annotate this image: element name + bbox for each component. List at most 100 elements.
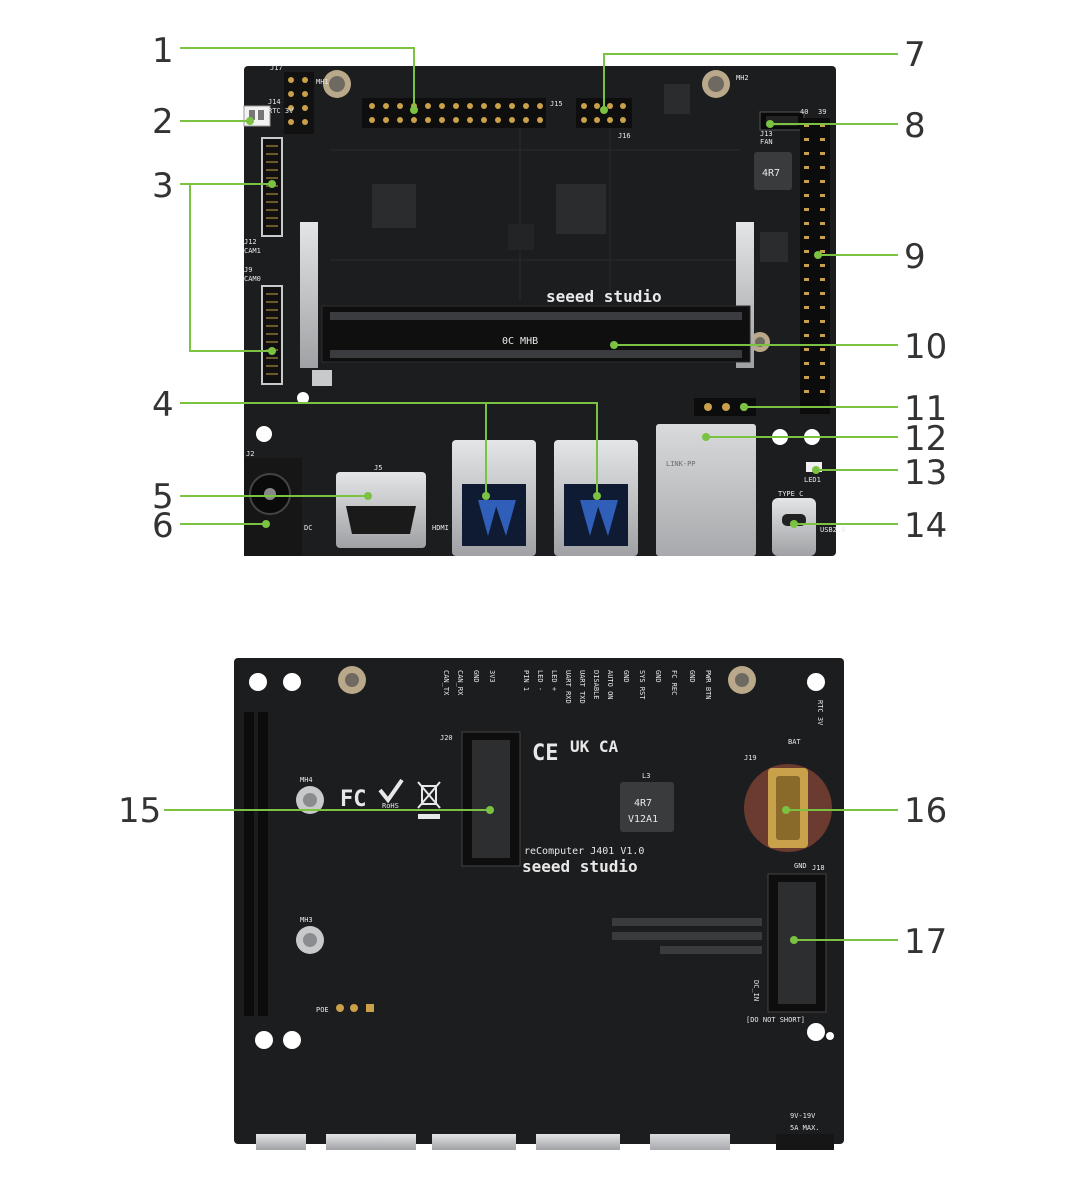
leader-lines — [164, 47, 898, 944]
callout-2: 2 — [152, 102, 174, 142]
module-slot-label: 0C MHB — [502, 336, 538, 347]
m2-slot-j20: J20 — [440, 731, 521, 867]
j17-label: J17 — [270, 64, 283, 72]
inductor-l3: 4R7 V12A1 L3 — [620, 772, 674, 832]
top-chips — [372, 84, 788, 262]
chip-u40 — [664, 84, 690, 114]
callout-12: 12 — [904, 419, 947, 459]
bottom-port-edges — [256, 1134, 834, 1150]
chip-x1 — [372, 184, 416, 228]
callout-15: 15 — [118, 791, 161, 831]
top-board: J17 J14 RTC 3V J12 CAM1 — [243, 64, 845, 556]
callout-9: 9 — [904, 237, 926, 277]
j16-label: J16 — [618, 132, 631, 140]
callout-10: 10 — [904, 327, 947, 367]
bottom-board: MH4 MH3 CAN_TX CAN_RX GND 3V3 PIN 1 LED … — [234, 658, 844, 1150]
gpio-40pin-header: 40 39 — [800, 108, 830, 414]
hole-bl — [256, 426, 272, 442]
top-brand: seeed studio — [546, 287, 662, 306]
hdr-label-8: UART TXD — [578, 670, 586, 704]
hole-b-tr — [807, 673, 825, 691]
hole-b-r — [807, 1023, 825, 1041]
power-spec-2: 5A MAX. — [790, 1124, 820, 1132]
inductor-l4: 4R7 — [754, 152, 792, 190]
cert-rohs: RoHS — [382, 802, 399, 810]
callout-6: 6 — [152, 506, 174, 546]
power-spec-1: 9V-19V — [790, 1112, 816, 1120]
hdr-label-16: PWR BTN — [704, 670, 712, 700]
hdr-label-7: UART RXD — [564, 670, 572, 704]
hdr-label-5: LED - — [536, 670, 544, 691]
callout-5: 5 — [152, 477, 174, 517]
pin-39-label: 39 — [818, 108, 826, 116]
chip-right — [760, 232, 788, 262]
cam0-connector — [261, 285, 283, 385]
callout-8: 8 — [904, 106, 926, 146]
weee-bar — [418, 814, 440, 819]
do-not-short-label: [DO NOT SHORT] — [746, 1016, 805, 1024]
weee-bin-icon — [417, 781, 441, 809]
j5-label: J5 — [374, 464, 382, 472]
rtc-label: RTC 3V — [816, 700, 824, 726]
j14-sub-label: RTC 3V — [268, 107, 294, 115]
j17-header: J17 — [270, 64, 314, 134]
hdr-label-15: GND — [688, 670, 696, 683]
j2-label: J2 — [246, 450, 254, 458]
hdmi-port: J5 HDMI — [336, 464, 449, 548]
cert-ce: CE — [532, 741, 559, 766]
j7-block — [312, 370, 332, 386]
cam1-label: CAM1 — [244, 247, 261, 255]
bottom-brand: seeed studio — [522, 857, 638, 876]
hole-tl — [297, 392, 309, 404]
callout-1: 1 — [152, 31, 174, 71]
hole-b-rr — [826, 1032, 834, 1040]
inductor-l3-line2: V12A1 — [628, 814, 658, 825]
usb2-label: USB2.0 — [820, 526, 845, 534]
mh2-label: MH2 — [736, 74, 749, 82]
bottom-pcb — [234, 658, 844, 1144]
hdr-label-12: SYS RST — [638, 670, 646, 700]
j15-label: J15 — [550, 100, 563, 108]
mh4-label: MH4 — [300, 776, 313, 784]
hdr-label-1: CAN_RX — [456, 670, 464, 696]
hdr-label-0: CAN_TX — [442, 670, 450, 696]
cert-marks: CE UK CA FC RoHS — [340, 737, 619, 819]
leader-7 — [603, 53, 898, 110]
callout-7: 7 — [904, 35, 926, 75]
j19-label: J19 — [744, 754, 757, 762]
cam0-label: CAM0 — [244, 275, 261, 283]
hdr-label-14: FC REC — [670, 670, 678, 695]
bottom-model: reComputer J401 V1.0 — [524, 846, 644, 857]
callout-17: 17 — [904, 922, 947, 962]
hdr-label-6: LED + — [550, 670, 558, 691]
mh1-label: MH1 — [316, 78, 329, 86]
led1-label: LED1 — [804, 476, 821, 484]
dc-label: DC — [304, 524, 312, 532]
eth-brand: LINK-PP — [666, 460, 696, 468]
bottom-holes — [249, 666, 834, 1049]
cert-fc: FC — [340, 787, 367, 812]
bottom-40pin-row — [244, 712, 268, 1016]
callout-3: 3 — [152, 166, 174, 206]
rohs-check-icon — [378, 778, 404, 804]
l3-label: L3 — [642, 772, 650, 780]
fan-label: FAN — [760, 138, 773, 146]
callout-14: 14 — [904, 506, 947, 546]
callout-11: 11 — [904, 389, 947, 429]
j14-label: J14 — [268, 98, 281, 106]
hdr-label-13: GND — [654, 670, 662, 683]
ethernet-port: LINK-PP — [656, 424, 756, 556]
hdr-label-3: 3V3 — [488, 670, 496, 683]
pin-40-label: 40 — [800, 108, 808, 116]
chip-main — [556, 184, 606, 234]
inductor-l3-line1: 4R7 — [634, 798, 652, 809]
j12-label: J12 — [244, 238, 257, 246]
bottom-header-labels: CAN_TX CAN_RX GND 3V3 PIN 1 LED - LED + … — [442, 670, 712, 704]
poe-label: POE — [316, 1006, 329, 1014]
dc-in-label: DC_IN — [752, 980, 760, 1001]
leader-1 — [180, 47, 415, 110]
j9-label: J9 — [244, 266, 252, 274]
bat-label: BAT — [788, 738, 801, 746]
callout-4: 4 — [152, 385, 174, 425]
